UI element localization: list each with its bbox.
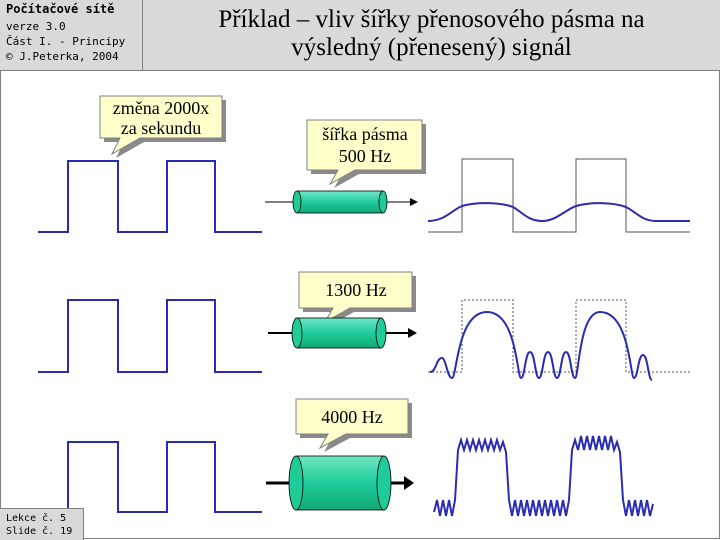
callout-bandwidth-500: šířka pásma 500 Hz (306, 119, 426, 188)
reference-pulse-2 (428, 299, 690, 373)
channel-cylinder-3 (266, 455, 414, 511)
course-info-box: Počítačové sítě verze 3.0 Část I. - Prin… (0, 0, 143, 71)
output-signal-4000hz (433, 435, 654, 517)
course-version: verze 3.0 (6, 20, 66, 33)
channel-cylinder-2 (268, 317, 417, 349)
course-name: Počítačové sítě (6, 2, 115, 16)
input-square-wave-1 (38, 160, 262, 233)
channel-cylinder-1 (265, 190, 418, 214)
callout-rate-line1: změna 2000x (113, 98, 209, 118)
reference-pulse-1 (428, 158, 690, 233)
callout-bandwidth-1300: 1300 Hz (298, 271, 416, 326)
callout-bandwidth-4000: 4000 Hz (295, 398, 412, 452)
callout-rate: změna 2000x za sekundu (99, 95, 226, 158)
lecture-number: Lekce č. 5 (6, 513, 67, 524)
output-signal-1300hz (429, 310, 653, 381)
slide-title: Příklad – vliv šířky přenosového pásma n… (143, 6, 720, 62)
callout-bw1-line2: 500 Hz (339, 146, 392, 166)
input-square-wave-2 (38, 299, 262, 373)
slide-number-box: Lekce č. 5 Slide č. 19 (0, 508, 84, 540)
slide-title-line2: výsledný (přenesený) signál (291, 34, 572, 61)
callout-bw3: 4000 Hz (321, 407, 383, 427)
callout-rate-line2: za sekundu (121, 118, 201, 138)
slide-number: Slide č. 19 (6, 526, 73, 537)
course-part: Část I. - Principy (6, 35, 126, 48)
input-square-wave-3 (38, 441, 262, 513)
callout-bw2: 1300 Hz (325, 280, 387, 300)
title-bar: Příklad – vliv šířky přenosového pásma n… (143, 0, 720, 71)
course-author: © J.Peterka, 2004 (6, 50, 119, 63)
callout-bw1-line1: šířka pásma (322, 124, 407, 144)
output-signal-500hz (427, 202, 690, 223)
slide-title-line1: Příklad – vliv šířky přenosového pásma n… (218, 6, 645, 33)
